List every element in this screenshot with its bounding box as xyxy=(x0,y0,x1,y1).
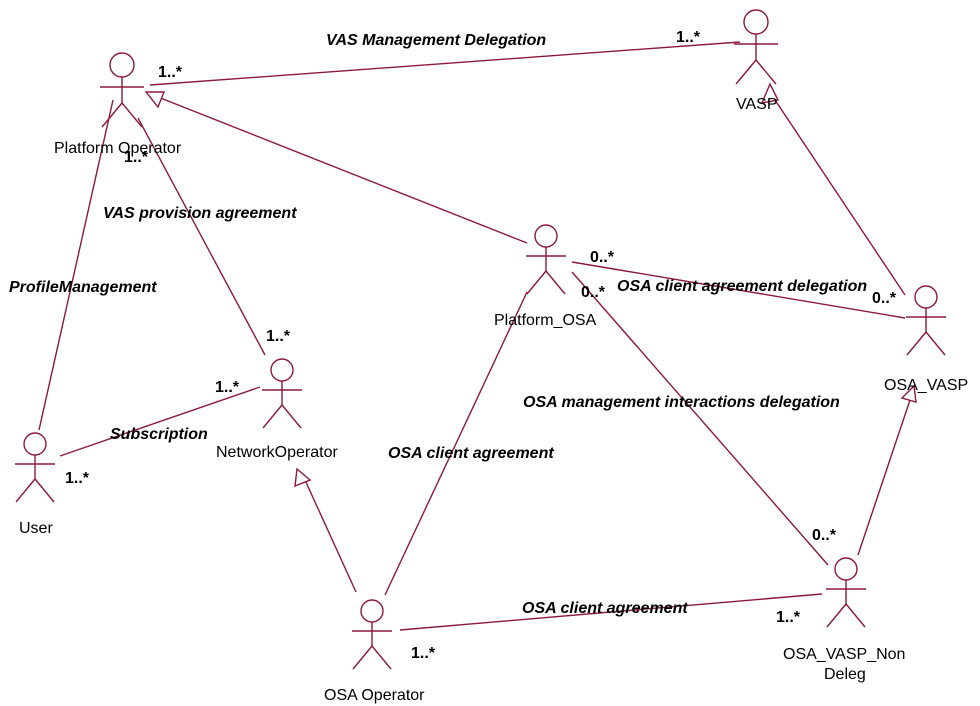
actor-label-platform-osa: Platform_OSA xyxy=(494,312,597,329)
actor-icon-osa-operator[interactable] xyxy=(352,599,392,670)
assoc-label-vas-management-delegation: VAS Management Delegation xyxy=(326,32,546,49)
multiplicity-non-deleg-client: 1..* xyxy=(776,609,801,626)
assoc-label-profile-management: ProfileManagement xyxy=(9,279,157,296)
actor-icon-vasp[interactable] xyxy=(734,9,778,85)
actor-icon-osa-vasp[interactable] xyxy=(906,285,946,356)
multiplicity-po-vas-provision: 1..* xyxy=(124,149,149,166)
assoc-label-osa-client-agreement-bottom: OSA client agreement xyxy=(522,600,688,617)
assoc-line-subscription[interactable] xyxy=(59,386,261,457)
multiplicity-osa-operator-client: 1..* xyxy=(411,645,436,662)
multiplicity-osa-vasp-delegation: 0..* xyxy=(872,290,897,307)
assoc-label-osa-client-agreement-delegation: OSA client agreement delegation xyxy=(617,278,867,295)
actor-icon-platform-operator[interactable] xyxy=(100,52,144,128)
assoc-line-vas-provision-agreement[interactable] xyxy=(137,117,266,356)
multiplicity-no-vas-provision: 1..* xyxy=(266,328,291,345)
actor-icon-network-operator[interactable] xyxy=(262,358,302,429)
assoc-line-osa-client-agreement-delegation[interactable] xyxy=(571,261,906,319)
assoc-line-vas-management-delegation[interactable] xyxy=(149,41,741,86)
actor-label-platform-operator: Platform Operator xyxy=(54,140,182,157)
assoc-label-osa-client-agreement-center: OSA client agreement xyxy=(388,445,554,462)
actor-label-osa-vasp: OSA_VASP xyxy=(884,377,968,394)
multiplicity-non-deleg-management: 0..* xyxy=(812,527,837,544)
generalization-line-platform-osa[interactable] xyxy=(157,96,528,244)
actor-icon-osa-vasp-non-deleg[interactable] xyxy=(826,557,866,628)
actor-label-osa-vasp-non-deleg-line2: Deleg xyxy=(824,666,866,683)
multiplicity-user-subscription: 1..* xyxy=(65,470,90,487)
generalization-arrowhead-osa-vasp xyxy=(900,384,917,403)
assoc-line-osa-management-interactions-delegation[interactable] xyxy=(571,271,829,566)
generalization-arrowhead-platform-operator xyxy=(144,91,166,109)
assoc-line-osa-client-agreement-center[interactable] xyxy=(384,291,528,596)
generalization-arrowhead-network-operator xyxy=(294,467,312,488)
actor-icon-platform-osa[interactable] xyxy=(526,224,566,295)
multiplicity-platform-osa-management: 0..* xyxy=(581,284,606,301)
multiplicity-po-vas-management: 1..* xyxy=(158,64,183,81)
multiplicity-platform-osa-delegation: 0..* xyxy=(590,249,615,266)
actor-label-vasp: VASP xyxy=(736,96,778,113)
actor-icon-user[interactable] xyxy=(15,432,55,503)
generalization-line-osa-operator[interactable] xyxy=(304,479,357,593)
actor-label-network-operator: NetworkOperator xyxy=(216,444,338,461)
actor-label-user: User xyxy=(19,520,53,537)
actor-label-osa-operator: OSA Operator xyxy=(324,687,425,704)
generalization-arrowhead-vasp xyxy=(760,82,780,104)
multiplicity-vasp-vas-management: 1..* xyxy=(676,29,701,46)
generalization-line-non-deleg[interactable] xyxy=(857,399,911,556)
actor-label-osa-vasp-non-deleg-line1: OSA_VASP_Non xyxy=(783,646,905,663)
generalization-line-osa-vasp[interactable] xyxy=(774,99,906,296)
assoc-line-profile-management[interactable] xyxy=(38,99,114,431)
multiplicity-no-subscription: 1..* xyxy=(215,379,240,396)
assoc-label-subscription: Subscription xyxy=(110,426,208,443)
assoc-label-vas-provision-agreement: VAS provision agreement xyxy=(103,205,297,222)
assoc-label-osa-management-interactions-delegation: OSA management interactions delegation xyxy=(523,394,840,411)
assoc-line-osa-client-agreement-bottom[interactable] xyxy=(399,593,823,631)
